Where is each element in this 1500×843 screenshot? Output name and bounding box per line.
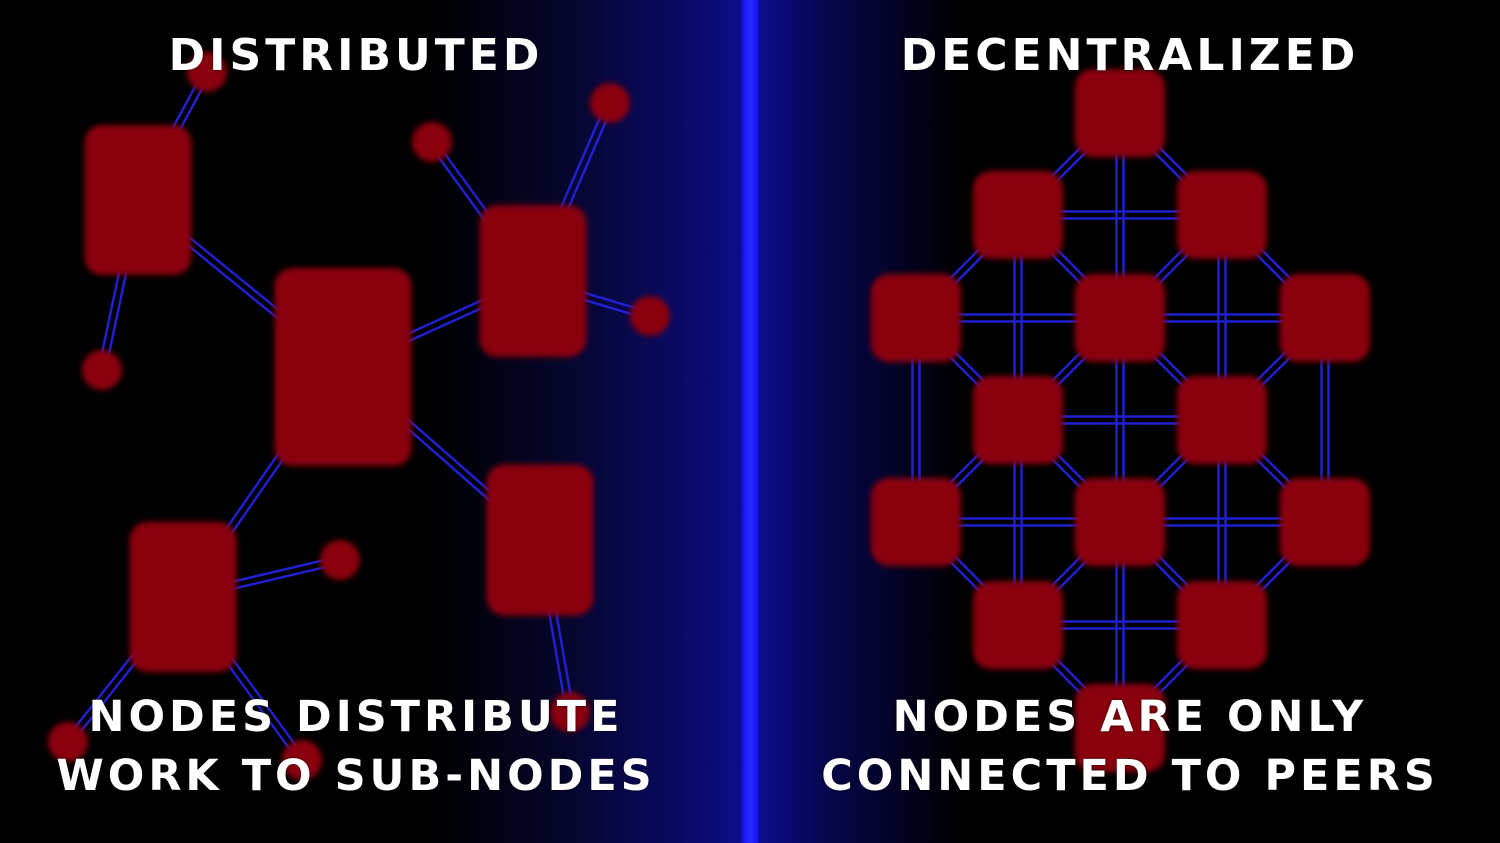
sub-node xyxy=(630,296,670,336)
peer-node xyxy=(1075,478,1165,566)
peer-node xyxy=(973,581,1063,669)
sub-node xyxy=(282,740,322,780)
sub-node xyxy=(48,722,88,762)
sub-node xyxy=(320,540,360,580)
peer-node xyxy=(1280,478,1370,566)
peer-node xyxy=(973,376,1063,464)
peer-node xyxy=(871,274,961,362)
caption-line: NODES DISTRIBUTE xyxy=(88,692,624,742)
sub-node xyxy=(412,122,452,162)
caption-line: CONNECTED TO PEERS xyxy=(821,751,1439,801)
hub-node xyxy=(84,125,192,275)
distributed-title: DISTRIBUTED xyxy=(168,30,544,81)
peer-node xyxy=(973,171,1063,259)
hub-node xyxy=(486,464,594,616)
peer-node xyxy=(1177,581,1267,669)
sub-node xyxy=(550,692,590,732)
caption-line: NODES ARE ONLY xyxy=(892,692,1368,742)
sub-node xyxy=(590,83,630,123)
peer-node xyxy=(871,478,961,566)
peer-node xyxy=(1177,376,1267,464)
decentralized-title: DECENTRALIZED xyxy=(900,30,1360,81)
sub-node xyxy=(187,52,227,92)
peer-node xyxy=(1075,684,1165,772)
peer-node xyxy=(1075,274,1165,362)
peer-node xyxy=(1177,171,1267,259)
hub-node xyxy=(479,205,587,357)
caption-line: WORK TO SUB-NODES xyxy=(56,751,656,801)
hub-node xyxy=(274,268,412,466)
distributed-caption: NODES DISTRIBUTE WORK TO SUB-NODES xyxy=(0,688,712,806)
peer-node xyxy=(1280,274,1370,362)
hub-node xyxy=(129,522,237,672)
decentralized-caption: NODES ARE ONLY CONNECTED TO PEERS xyxy=(770,688,1490,806)
sub-node xyxy=(82,350,122,390)
peer-node xyxy=(1075,69,1165,157)
